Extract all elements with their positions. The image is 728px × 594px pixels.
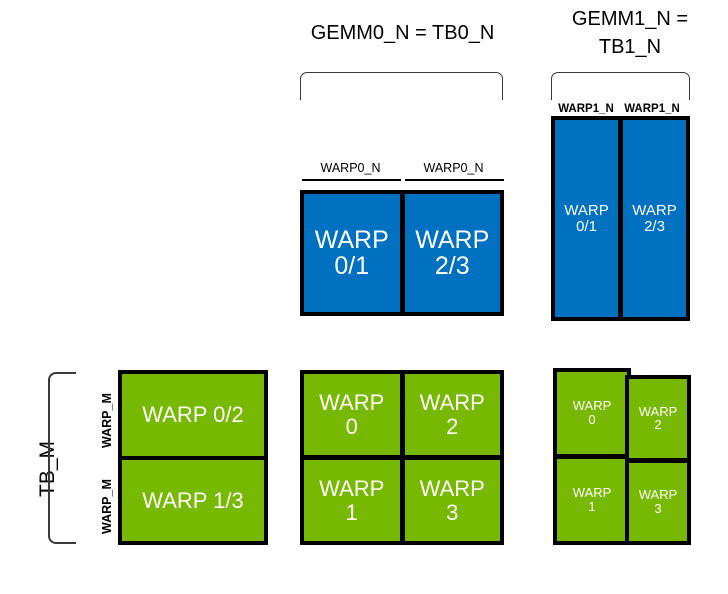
green-middle-cell-2[interactable]: WARP 1: [304, 460, 400, 541]
blue-right-cell-1-line2: 2/3: [644, 217, 665, 235]
green-right-cell-0[interactable]: WARP 0: [557, 372, 627, 454]
green-middle-cell-3-line1: WARP: [419, 476, 485, 502]
green-middle-cell-0-line2: 0: [345, 413, 358, 439]
green-right-cell-0-line1: WARP: [572, 398, 612, 414]
blue-right-cell-0-line2: 0/1: [576, 217, 597, 235]
gemm1-n-title-line2: TB1_N: [598, 36, 662, 58]
blue-middle-cell-1-line1: WARP: [415, 225, 490, 254]
green-right-cell-0-line2: 0: [588, 412, 596, 427]
green-right-cell-1-line2: 2: [654, 417, 662, 433]
blue-block-middle: WARP 0/1 WARP 2/3: [300, 190, 504, 316]
tb-m-bracket: [48, 372, 76, 544]
gemm1-n-title-line1: GEMM1_N =: [571, 8, 689, 30]
green-middle-cell-1[interactable]: WARP 2: [404, 374, 500, 455]
green-right-column-right: WARP 2 WARP 3: [629, 379, 687, 541]
blue-right-cell-1-line1: WARP: [632, 201, 677, 219]
warp0-n-label-right: WARP0_N: [423, 161, 484, 175]
blue-block-right: WARP 0/1 WARP 2/3: [551, 116, 690, 321]
green-middle-column-right: WARP 2 WARP 3: [404, 374, 500, 541]
gemm1-n-bracket: [551, 72, 690, 100]
warp-m-label-bottom: WARP_M: [100, 479, 114, 534]
green-right-cell-2-line2: 1: [588, 499, 596, 514]
green-right-cell-3[interactable]: WARP 3: [629, 462, 687, 541]
blue-right-cell-1[interactable]: WARP 2/3: [623, 120, 686, 317]
green-right-cell-1[interactable]: WARP 2: [629, 379, 687, 458]
green-middle-cell-0[interactable]: WARP 0: [304, 374, 400, 455]
green-right-column-left: WARP 0 WARP 1: [557, 372, 627, 541]
green-right-cell-1-line1: WARP: [638, 403, 678, 419]
green-left-cell-0-line1: WARP 0/2: [142, 402, 244, 428]
green-left-cell-1[interactable]: WARP 1/3: [122, 459, 264, 541]
green-middle-column-left: WARP 0 WARP 1: [304, 374, 400, 541]
blue-middle-cell-1[interactable]: WARP 2/3: [404, 194, 500, 312]
warp0-n-underline-left: [302, 179, 401, 181]
blue-middle-cell-0-line2: 0/1: [334, 252, 370, 280]
green-block-right: WARP 0 WARP 1: [553, 368, 631, 545]
green-block-middle: WARP 0 WARP 1 WARP 2 WARP: [300, 370, 504, 545]
green-right-cell-3-line2: 3: [654, 500, 662, 516]
green-middle-cell-3[interactable]: WARP 3: [404, 460, 500, 541]
green-right-cell-2[interactable]: WARP 1: [557, 459, 627, 541]
blue-right-cell-0[interactable]: WARP 0/1: [555, 120, 618, 317]
green-left-cell-0[interactable]: WARP 0/2: [122, 374, 264, 456]
warp0-n-label-left: WARP0_N: [320, 161, 381, 175]
warp1-n-label-right: WARP1_N: [624, 103, 680, 115]
green-right-cell-2-line1: WARP: [572, 485, 612, 501]
green-left-cell-1-line1: WARP 1/3: [142, 487, 244, 513]
blue-right-cell-0-line1: WARP: [564, 201, 609, 219]
warp1-n-label-left: WARP1_N: [558, 103, 614, 115]
gemm0-n-bracket: [300, 72, 503, 100]
warp0-n-underline-right: [405, 179, 504, 181]
green-middle-cell-2-line2: 1: [345, 499, 358, 525]
green-block-right-second-column: WARP 2 WARP 3: [625, 375, 691, 545]
green-middle-cell-0-line1: WARP: [319, 390, 385, 416]
green-middle-cell-1-line1: WARP: [419, 390, 485, 416]
warp-m-label-top: WARP_M: [100, 393, 114, 448]
blue-middle-cell-0[interactable]: WARP 0/1: [304, 194, 400, 312]
green-middle-cell-2-line1: WARP: [319, 476, 385, 502]
green-right-cell-3-line1: WARP: [638, 487, 678, 503]
gemm0-n-title: GEMM0_N = TB0_N: [310, 22, 495, 44]
green-middle-cell-1-line2: 2: [446, 413, 459, 439]
blue-middle-cell-1-line2: 2/3: [434, 252, 470, 280]
blue-middle-cell-0-line1: WARP: [314, 225, 389, 254]
green-block-left: WARP 0/2 WARP 1/3: [118, 370, 268, 545]
green-middle-cell-3-line2: 3: [446, 499, 459, 525]
